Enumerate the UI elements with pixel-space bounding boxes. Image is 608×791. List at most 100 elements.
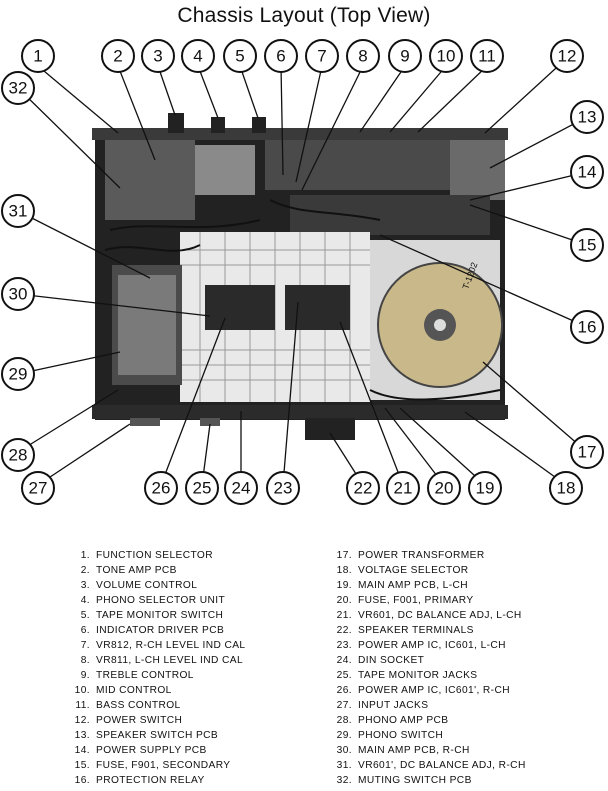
legend-text: MUTING SWITCH PCB bbox=[358, 775, 472, 786]
legend-text: POWER SWITCH bbox=[96, 715, 183, 726]
legend-number: 15. bbox=[74, 760, 90, 771]
callout-10: 10 bbox=[429, 39, 463, 73]
callout-16: 16 bbox=[570, 310, 604, 344]
callout-4: 4 bbox=[181, 39, 215, 73]
legend-number: 30. bbox=[336, 745, 352, 756]
callout-14: 14 bbox=[570, 155, 604, 189]
legend-text: INPUT JACKS bbox=[358, 700, 429, 711]
legend-number: 29. bbox=[336, 730, 352, 741]
svg-text:13: 13 bbox=[578, 108, 597, 127]
legend-number: 22. bbox=[336, 625, 352, 636]
legend-text: MAIN AMP PCB, L-CH bbox=[358, 580, 469, 591]
callout-17: 17 bbox=[570, 435, 604, 469]
legend-item: 23.POWER AMP IC, IC601, L-CH bbox=[322, 638, 526, 653]
legend-text: TREBLE CONTROL bbox=[96, 670, 194, 681]
callout-6: 6 bbox=[264, 39, 298, 73]
legend-text: POWER TRANSFORMER bbox=[358, 550, 485, 561]
svg-text:1: 1 bbox=[33, 47, 42, 66]
legend-text: FUNCTION SELECTOR bbox=[96, 550, 213, 561]
legend-number: 23. bbox=[336, 640, 352, 651]
svg-text:22: 22 bbox=[354, 479, 373, 498]
legend-text: BASS CONTROL bbox=[96, 700, 181, 711]
legend-item: 5.TAPE MONITOR SWITCH bbox=[60, 608, 245, 623]
legend-item: 24. DIN SOCKET bbox=[322, 653, 526, 668]
legend-item: 6. INDICATOR DRIVER PCB bbox=[60, 623, 245, 638]
svg-text:20: 20 bbox=[435, 479, 454, 498]
tape-monitor-jacks bbox=[200, 418, 220, 426]
legend-text: SPEAKER TERMINALS bbox=[358, 625, 474, 636]
legend-item: 2. TONE AMP PCB bbox=[60, 563, 245, 578]
callout-24: 24 bbox=[224, 471, 258, 505]
legend-item: 29. PHONO SWITCH bbox=[322, 728, 526, 743]
legend-number: 2. bbox=[80, 565, 90, 576]
legend-number: 9. bbox=[80, 670, 90, 681]
callout-25: 25 bbox=[185, 471, 219, 505]
legend-text: MAIN AMP PCB, R-CH bbox=[358, 745, 470, 756]
legend-number: 12. bbox=[74, 715, 90, 726]
legend-item: 21.VR601, DC BALANCE ADJ, L-CH bbox=[322, 608, 526, 623]
legend-left: 1.FUNCTION SELECTOR 2. TONE AMP PCB 3.VOLUM… bbox=[60, 548, 245, 788]
legend-item: 18.VOLTAGE SELECTOR bbox=[322, 563, 526, 578]
legend-number: 6. bbox=[80, 625, 90, 636]
speaker-terminals bbox=[305, 418, 355, 440]
legend-text: INDICATOR DRIVER PCB bbox=[96, 625, 225, 636]
callout-18: 18 bbox=[549, 471, 583, 505]
legend-item: 12. POWER SWITCH bbox=[60, 713, 245, 728]
legend-item: 31.VR601', DC BALANCE ADJ, R-CH bbox=[322, 758, 526, 773]
legend-number: 28. bbox=[336, 715, 352, 726]
legend-item: 32. MUTING SWITCH PCB bbox=[322, 773, 526, 788]
legend-item: 8.VR811, L-CH LEVEL IND CAL bbox=[60, 653, 245, 668]
svg-text:16: 16 bbox=[578, 318, 597, 337]
legend-text: PHONO AMP PCB bbox=[358, 715, 449, 726]
legend-item: 11.BASS CONTROL bbox=[60, 698, 245, 713]
legend-item: 22. SPEAKER TERMINALS bbox=[322, 623, 526, 638]
legend-item: 13.SPEAKER SWITCH PCB bbox=[60, 728, 245, 743]
legend-number: 25. bbox=[336, 670, 352, 681]
legend-text: TAPE MONITOR JACKS bbox=[358, 670, 478, 681]
svg-text:17: 17 bbox=[578, 443, 597, 462]
svg-text:25: 25 bbox=[193, 479, 212, 498]
callout-11: 11 bbox=[470, 39, 504, 73]
phono-selector-knob bbox=[211, 117, 225, 133]
legend-number: 17. bbox=[336, 550, 352, 561]
svg-text:18: 18 bbox=[557, 479, 576, 498]
callouts: 1 2 3 4 5 6 7 8 9 10 11 12 13 14 15 16 1… bbox=[1, 39, 604, 505]
svg-text:31: 31 bbox=[9, 202, 28, 221]
legend-text: TONE AMP PCB bbox=[96, 565, 177, 576]
svg-text:28: 28 bbox=[9, 446, 28, 465]
legend-number: 7. bbox=[80, 640, 90, 651]
legend-text: TAPE MONITOR SWITCH bbox=[96, 610, 224, 621]
legend-number: 32. bbox=[336, 775, 352, 786]
tape-monitor-knob bbox=[252, 117, 266, 133]
legend-number: 10. bbox=[74, 685, 90, 696]
speaker-switch-pcb bbox=[450, 140, 505, 200]
legend-text: VOLTAGE SELECTOR bbox=[358, 565, 469, 576]
chassis-photo: T-1202 bbox=[92, 113, 508, 440]
callout-9: 9 bbox=[388, 39, 422, 73]
legend-number: 31. bbox=[336, 760, 352, 771]
legend-item: 17. POWER TRANSFORMER bbox=[322, 548, 526, 563]
legend-item: 1.FUNCTION SELECTOR bbox=[60, 548, 245, 563]
legend-item: 9. TREBLE CONTROL bbox=[60, 668, 245, 683]
callout-31: 31 bbox=[1, 194, 35, 228]
legend-text: DIN SOCKET bbox=[358, 655, 425, 666]
legend-number: 24. bbox=[336, 655, 352, 666]
legend-item: 15.FUSE, F901, SECONDARY bbox=[60, 758, 245, 773]
svg-text:6: 6 bbox=[276, 47, 285, 66]
phono-selector-unit bbox=[195, 145, 255, 195]
leader-lines bbox=[17, 57, 588, 486]
legend-text: PHONO SELECTOR UNIT bbox=[96, 595, 226, 606]
front-panel bbox=[92, 405, 508, 419]
callout-30: 30 bbox=[1, 277, 35, 311]
legend-item: 3.VOLUME CONTROL bbox=[60, 578, 245, 593]
legend-text: SPEAKER SWITCH PCB bbox=[96, 730, 219, 741]
svg-text:21: 21 bbox=[394, 479, 413, 498]
legend-text: POWER SUPPLY PCB bbox=[96, 745, 207, 756]
svg-text:15: 15 bbox=[578, 236, 597, 255]
wiring bbox=[104, 199, 501, 401]
legend-number: 8. bbox=[80, 655, 90, 666]
legend-text: PHONO SWITCH bbox=[358, 730, 444, 741]
chassis-diagram: T-1202 bbox=[1, 39, 604, 505]
svg-text:23: 23 bbox=[274, 479, 293, 498]
